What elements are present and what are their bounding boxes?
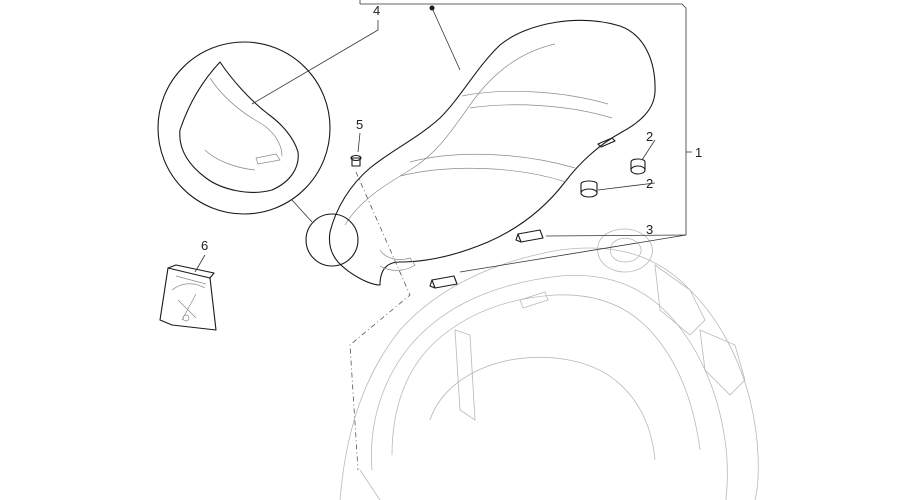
assembly-axis-line [349, 171, 411, 471]
tool-kit-bag [159, 264, 217, 331]
callout-labels: 1 2 2 3 4 5 6 [201, 3, 702, 253]
detail-zoom [157, 41, 359, 267]
callout-1: 1 [695, 145, 702, 160]
leader-lines [194, 0, 692, 273]
callout-2-lower: 2 [646, 176, 653, 191]
callout-6: 6 [201, 238, 208, 253]
callout-3: 3 [646, 222, 653, 237]
callout-2-upper: 2 [646, 129, 653, 144]
seat-assembly [328, 19, 656, 286]
callout-4: 4 [373, 3, 380, 18]
callout-5: 5 [356, 117, 363, 132]
seat-screw [350, 154, 362, 167]
scooter-body-frame [339, 228, 759, 500]
rubber-buffers [580, 158, 646, 198]
seat-hinge-brackets [429, 229, 544, 289]
